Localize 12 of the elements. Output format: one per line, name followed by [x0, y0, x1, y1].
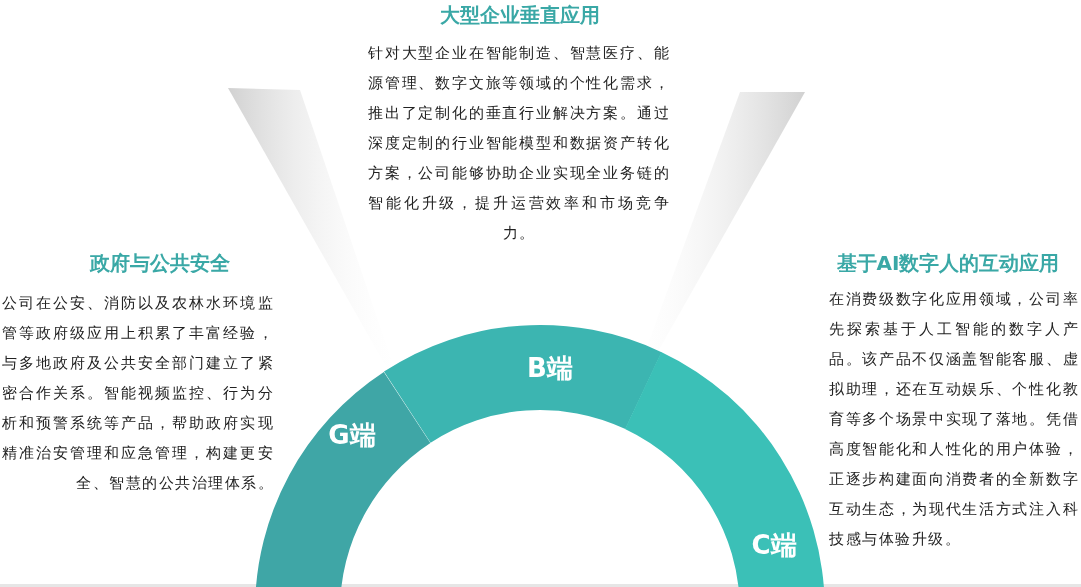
ring-segment — [255, 371, 431, 587]
ring-segment — [383, 325, 662, 443]
segment-label: G端 — [328, 418, 376, 452]
description-paragraph: 针对大型企业在智能制造、智慧医疗、能源管理、数字文旅等领域的个性化需求，推出了定制化的垂直行业解决方案。通过深度定制的行业智能模型和数据资产转化方案，公司能够协助企业实现全业务链的智能化升级，提升运营效率和市场竞争力。 — [368, 43, 670, 244]
section-heading: 政府与公共安全 — [89, 250, 231, 277]
section-heading: 基于AI数字人的互动应用 — [835, 250, 1061, 277]
ring-segment — [625, 352, 825, 587]
description-paragraph: 在消费级数字化应用领域，公司率先探索基于人工智能的数字人产品。该产品不仅涵盖智能客服、虚拟助理，还在互动娱乐、个性化教育等多个场景中实现了落地。凭借高度智能化和人性化的用户体验，正逐步构建面向消费者的全新数字互动生态，为现代生活方式注入科技感与体验升级。 — [829, 289, 1079, 550]
segment-label: B端 — [527, 351, 573, 385]
segment-label: C端 — [751, 528, 797, 562]
section-heading: 大型企业垂直应用 — [439, 2, 601, 29]
description-paragraph: 公司在公安、消防以及农林水环境监管等政府级应用上积累了丰富经验，与多地政府及公共安全部门建立了紧密合作关系。智能视频监控、行为分析和预警系统等产品，帮助政府实现精准治安管理和应急管理，构建更安全、智慧的公共治理体系。 — [2, 293, 274, 494]
